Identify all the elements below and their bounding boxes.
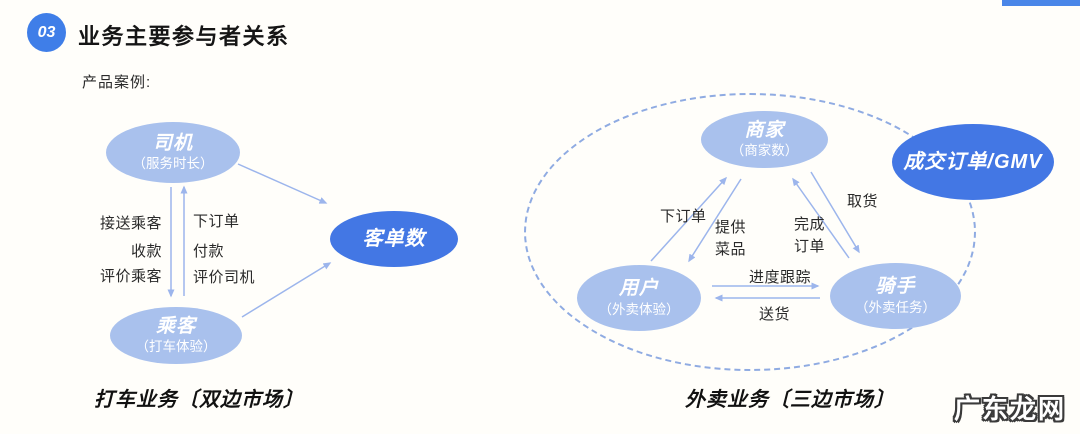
node-driver: 司机 （服务时长） [106, 122, 240, 183]
edge-label-place-order-right: 下订单 [660, 208, 707, 225]
node-user: 用户 （外卖体验） [577, 265, 701, 331]
caption-ride-hailing: 打车业务〔双边市场〕 [94, 389, 304, 411]
node-rider-label: 骑手 [875, 276, 916, 298]
edge-label-deliver: 送货 [759, 306, 791, 323]
edge-label-pickup-passenger: 接送乘客 [99, 215, 162, 232]
section-number-badge: 03 [27, 13, 66, 52]
node-order-count-label: 客单数 [362, 227, 426, 250]
node-merchant-label: 商家 [744, 119, 785, 141]
node-driver-sublabel: （服务时长） [132, 156, 214, 172]
edge-label-pay: 付款 [193, 243, 225, 260]
node-user-sublabel: （外卖体验） [598, 301, 680, 317]
arrow-driver-to-order-count [237, 163, 328, 204]
edge-label-place-order-left: 下订单 [193, 213, 240, 230]
edge-label-rate-passenger: 评价乘客 [99, 268, 162, 285]
node-gmv-label: 成交订单/GMV [903, 150, 1043, 173]
top-right-decoration [1002, 0, 1080, 6]
node-rider-sublabel: （外卖任务） [855, 299, 936, 315]
node-driver-label: 司机 [152, 132, 193, 154]
node-gmv: 成交订单/GMV [892, 124, 1054, 200]
node-merchant: 商家 （商家数） [701, 111, 828, 168]
node-rider: 骑手 （外卖任务） [830, 263, 961, 329]
node-merchant-sublabel: （商家数） [730, 143, 799, 159]
arrow-passenger-to-order-count [241, 262, 332, 318]
edge-label-rate-driver: 评价司机 [193, 269, 256, 286]
edge-label-pickup-goods: 取货 [847, 193, 879, 210]
caption-food-delivery: 外卖业务〔三边市场〕 [685, 389, 895, 411]
edge-label-collect-payment: 收款 [130, 243, 162, 260]
node-passenger-sublabel: （打车体验） [135, 339, 217, 355]
case-study-label: 产品案例: [82, 74, 152, 91]
node-passenger: 乘客 （打车体验） [110, 307, 242, 364]
market-boundary-dashed-ellipse [524, 93, 976, 371]
edge-label-progress-tracking: 进度跟踪 [749, 269, 812, 286]
watermark: 广东龙网 [953, 394, 1066, 424]
edge-label-complete-order: 完成 订单 [794, 216, 826, 255]
page-title: 业务主要参与者关系 [78, 24, 290, 49]
node-passenger-label: 乘客 [155, 315, 196, 337]
node-user-label: 用户 [618, 278, 659, 300]
edge-label-provide-dishes: 提供 菜品 [715, 219, 747, 258]
node-order-count: 客单数 [330, 211, 458, 267]
